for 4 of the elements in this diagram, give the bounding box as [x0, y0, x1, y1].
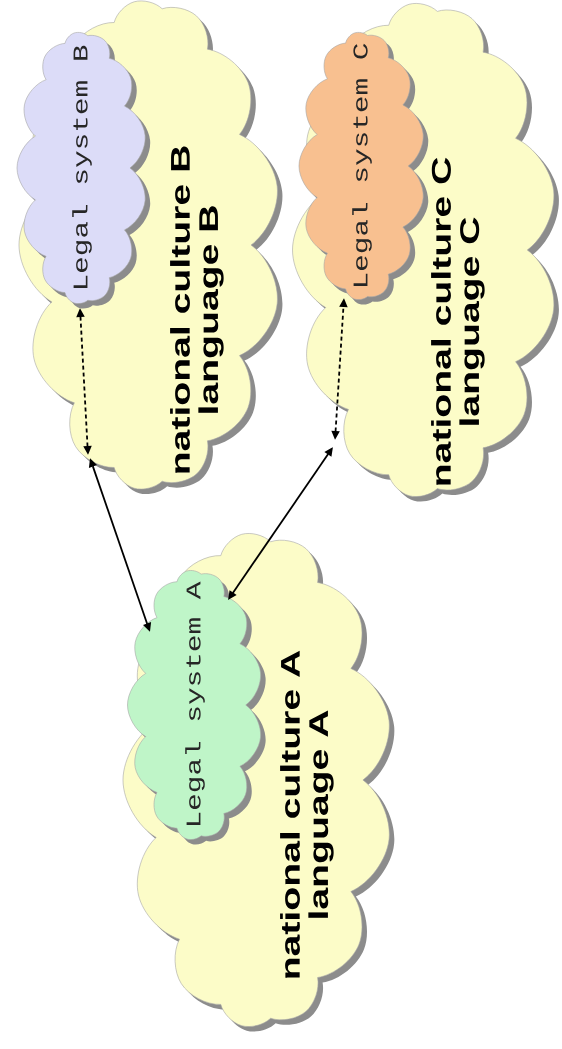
small-cloud: Legal system A	[127, 570, 266, 845]
small-cloud: Legal system B	[16, 32, 151, 309]
arrow	[228, 447, 333, 600]
small-cloud: Legal system C	[298, 32, 429, 305]
